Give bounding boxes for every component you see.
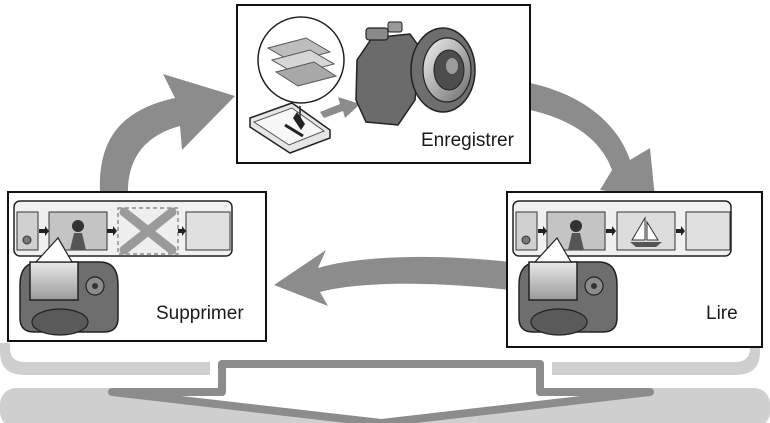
arrow-delete-to-record [99, 74, 235, 192]
down-arrow [108, 360, 654, 423]
delete-label: Supprimer [156, 303, 244, 324]
memory-card-icon [249, 102, 331, 154]
camera-back-icon [19, 236, 119, 336]
strip-arrows [39, 226, 186, 236]
deleted-frame [117, 207, 179, 255]
arrow-record-to-play [530, 83, 655, 198]
sailboat-icon [630, 216, 662, 247]
strip-frames-play [515, 211, 731, 251]
delete-cross-icon [119, 207, 177, 255]
arrow-play-to-delete [274, 250, 510, 306]
strip-arrows-play [538, 226, 685, 236]
transfer-arrow [320, 97, 360, 118]
portrait-icon-play [568, 220, 584, 250]
delete-panel [7, 191, 267, 342]
camera-back-icon-play [518, 236, 618, 336]
cycle-arrows [99, 74, 655, 306]
upper-band [0, 343, 760, 375]
record-panel [236, 4, 531, 164]
record-label: Enregistrer [421, 130, 514, 151]
play-panel [506, 191, 763, 348]
stacked-photos-icon [266, 37, 338, 87]
camera-icon [355, 21, 476, 126]
play-label: Lire [706, 303, 738, 324]
